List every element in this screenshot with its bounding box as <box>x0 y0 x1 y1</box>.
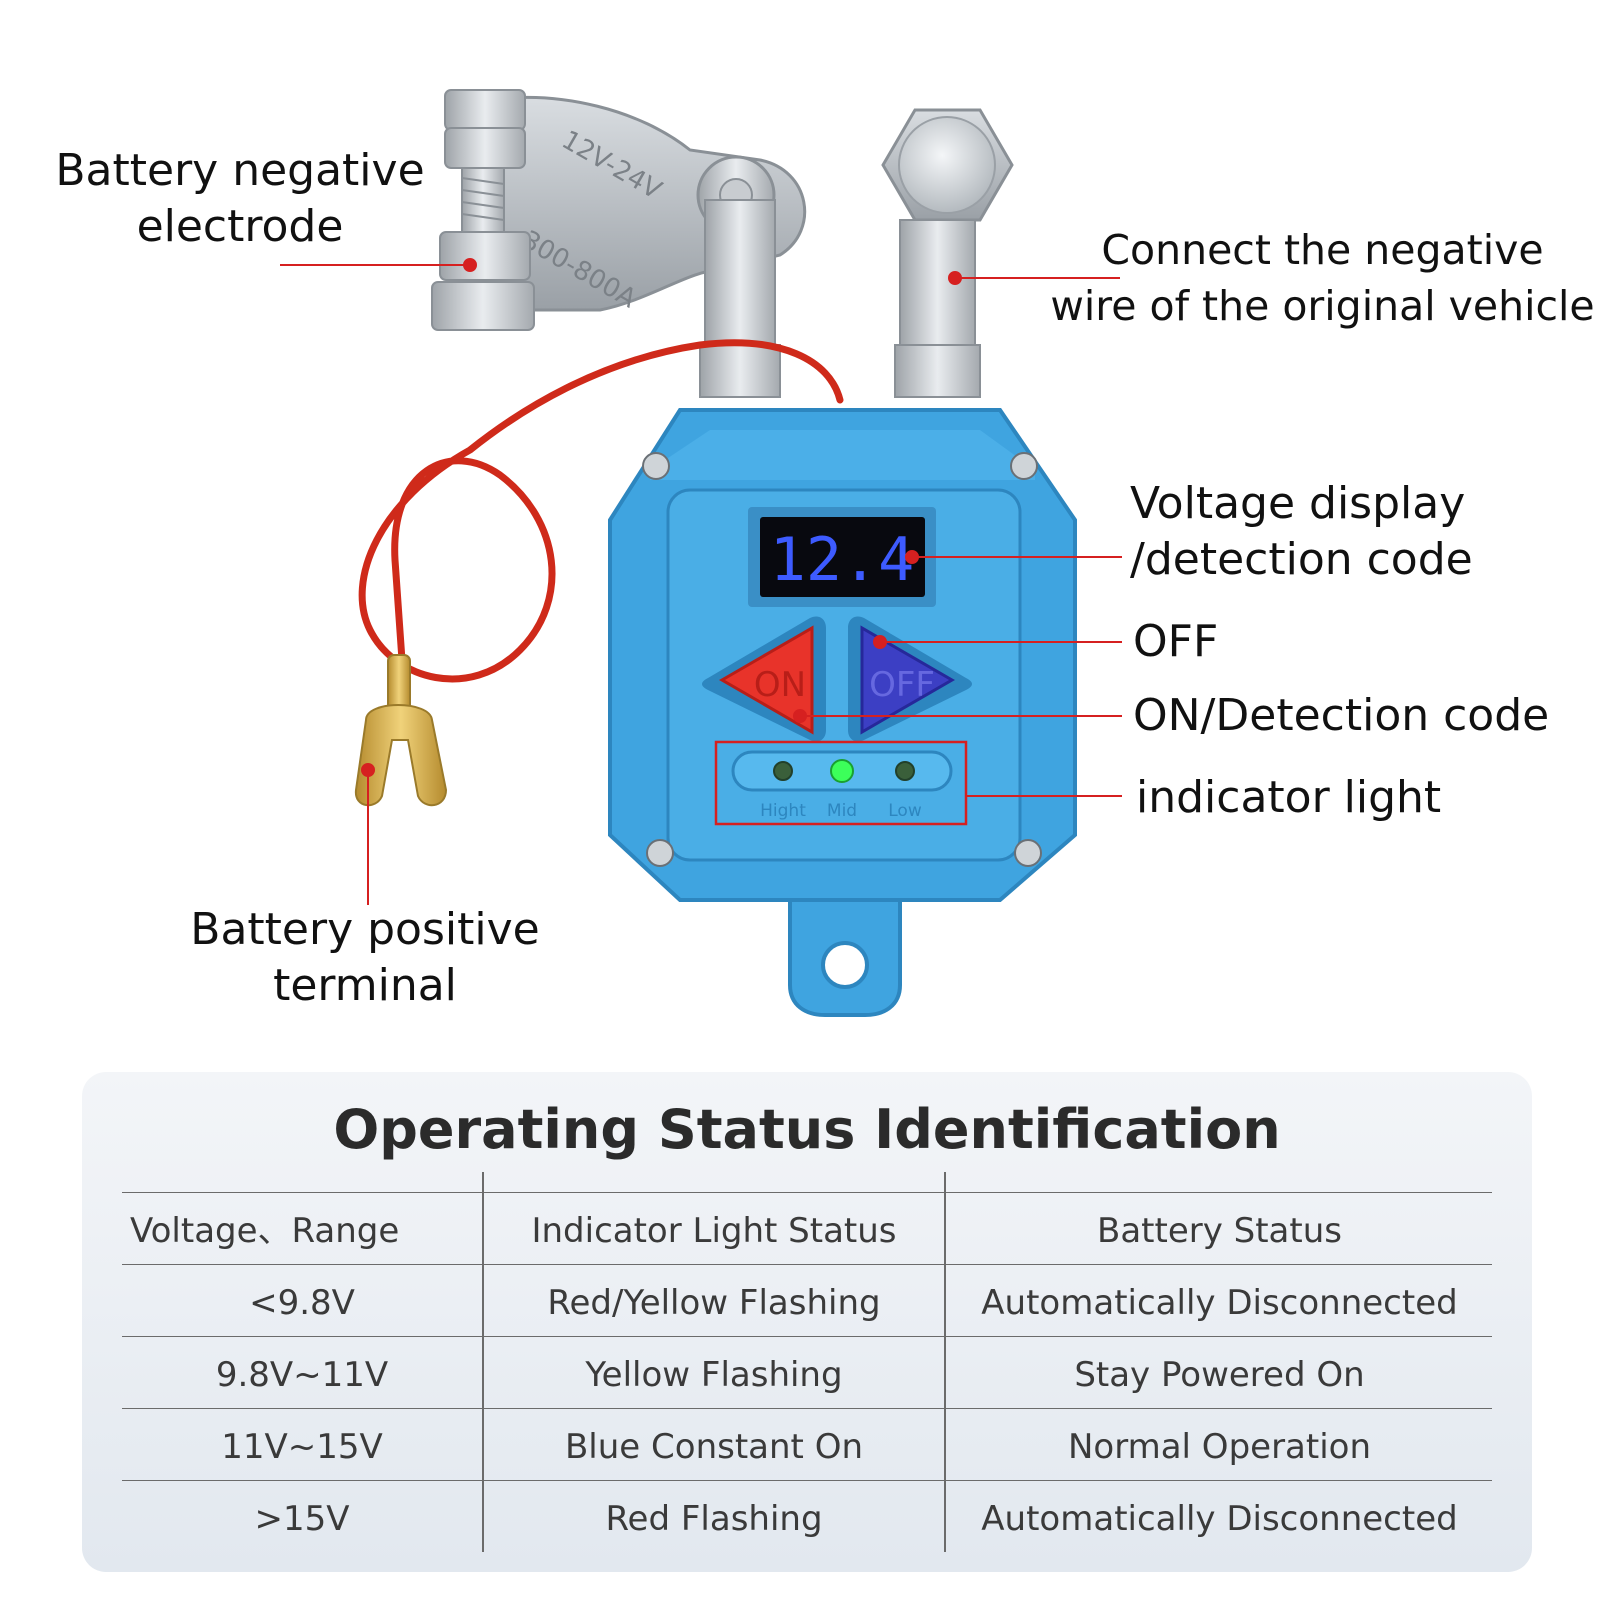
table-row: <9.8V Red/Yellow Flashing Automatically … <box>122 1264 1492 1337</box>
callout-off: OFF <box>1133 616 1219 667</box>
on-button[interactable]: ON <box>702 616 826 742</box>
table-row: 11V~15V Blue Constant On Normal Operatio… <box>122 1408 1492 1481</box>
led-label-mid: Mid <box>827 801 857 821</box>
device-diagram: 12V-24V 300-800A <box>280 89 1122 1017</box>
table-row: >15V Red Flashing Automatically Disconne… <box>122 1480 1492 1553</box>
positive-fork-terminal <box>354 654 448 806</box>
callout-voltage-display-line2: /detection code <box>1130 534 1473 585</box>
callout-lines <box>280 258 1122 905</box>
cell-voltage: <9.8V <box>249 1283 355 1323</box>
status-table: Voltage、Range Indicator Light Status Bat… <box>122 1172 1492 1553</box>
callout-battery-positive: Battery positive terminal <box>175 902 555 1014</box>
column-divider <box>944 1172 946 1552</box>
led-low <box>895 761 915 781</box>
cell-indicator: Red Flashing <box>605 1499 823 1539</box>
cell-battery-status: Stay Powered On <box>1074 1355 1365 1395</box>
device-housing <box>608 408 1077 1017</box>
voltage-display: 12.4 <box>748 507 936 607</box>
callout-connect-negative-line2: wire of the original vehicle <box>1050 282 1595 330</box>
cell-battery-status: Normal Operation <box>1067 1427 1372 1467</box>
led-label-high: Hight <box>760 801 806 821</box>
cell-indicator: Yellow Flashing <box>585 1355 843 1395</box>
header-indicator-light-status: Indicator Light Status <box>531 1211 897 1251</box>
led-mid <box>830 759 854 783</box>
status-panel: Operating Status Identification Voltage、… <box>82 1072 1532 1572</box>
off-button-label: OFF <box>869 665 935 705</box>
cell-indicator: Red/Yellow Flashing <box>547 1283 881 1323</box>
negative-strap <box>699 199 781 398</box>
callout-on-detection: ON/Detection code <box>1133 690 1550 741</box>
header-battery-status: Battery Status <box>1097 1211 1342 1251</box>
callout-voltage-display: Voltage display /detection code <box>1130 476 1473 588</box>
callout-battery-negative-line1: Battery negative <box>55 145 425 196</box>
callout-battery-negative-line2: electrode <box>136 201 344 252</box>
callout-battery-positive-line1: Battery positive <box>190 904 540 955</box>
cell-voltage: 9.8V~11V <box>215 1355 389 1395</box>
callout-indicator-light: indicator light <box>1136 772 1442 823</box>
callout-battery-negative: Battery negative electrode <box>40 143 440 255</box>
cell-voltage: >15V <box>254 1499 350 1539</box>
cell-voltage: 11V~15V <box>221 1427 383 1467</box>
indicator-lights: Hight Mid Low <box>714 740 968 826</box>
cell-indicator: Blue Constant On <box>564 1427 863 1467</box>
callout-battery-positive-line2: terminal <box>273 960 457 1011</box>
table-header-row: Voltage、Range Indicator Light Status Bat… <box>122 1192 1492 1265</box>
callout-connect-negative-line1: Connect the negative <box>1101 226 1544 274</box>
cell-battery-status: Automatically Disconnected <box>981 1499 1458 1539</box>
column-divider <box>482 1172 484 1552</box>
on-button-label: ON <box>754 665 806 705</box>
display-value: 12.4 <box>770 525 915 595</box>
led-label-low: Low <box>888 801 922 821</box>
led-high <box>773 761 793 781</box>
callout-connect-negative: Connect the negative wire of the origina… <box>1050 222 1595 334</box>
table-title: Operating Status Identification <box>333 1098 1281 1161</box>
table-row: 9.8V~11V Yellow Flashing Stay Powered On <box>122 1336 1492 1409</box>
indicator-highlight-box <box>714 740 968 826</box>
vehicle-wire-terminal <box>881 108 1014 398</box>
cell-battery-status: Automatically Disconnected <box>981 1283 1458 1323</box>
callout-voltage-display-line1: Voltage display <box>1130 478 1466 529</box>
header-voltage-range: Voltage、Range <box>130 1211 400 1251</box>
